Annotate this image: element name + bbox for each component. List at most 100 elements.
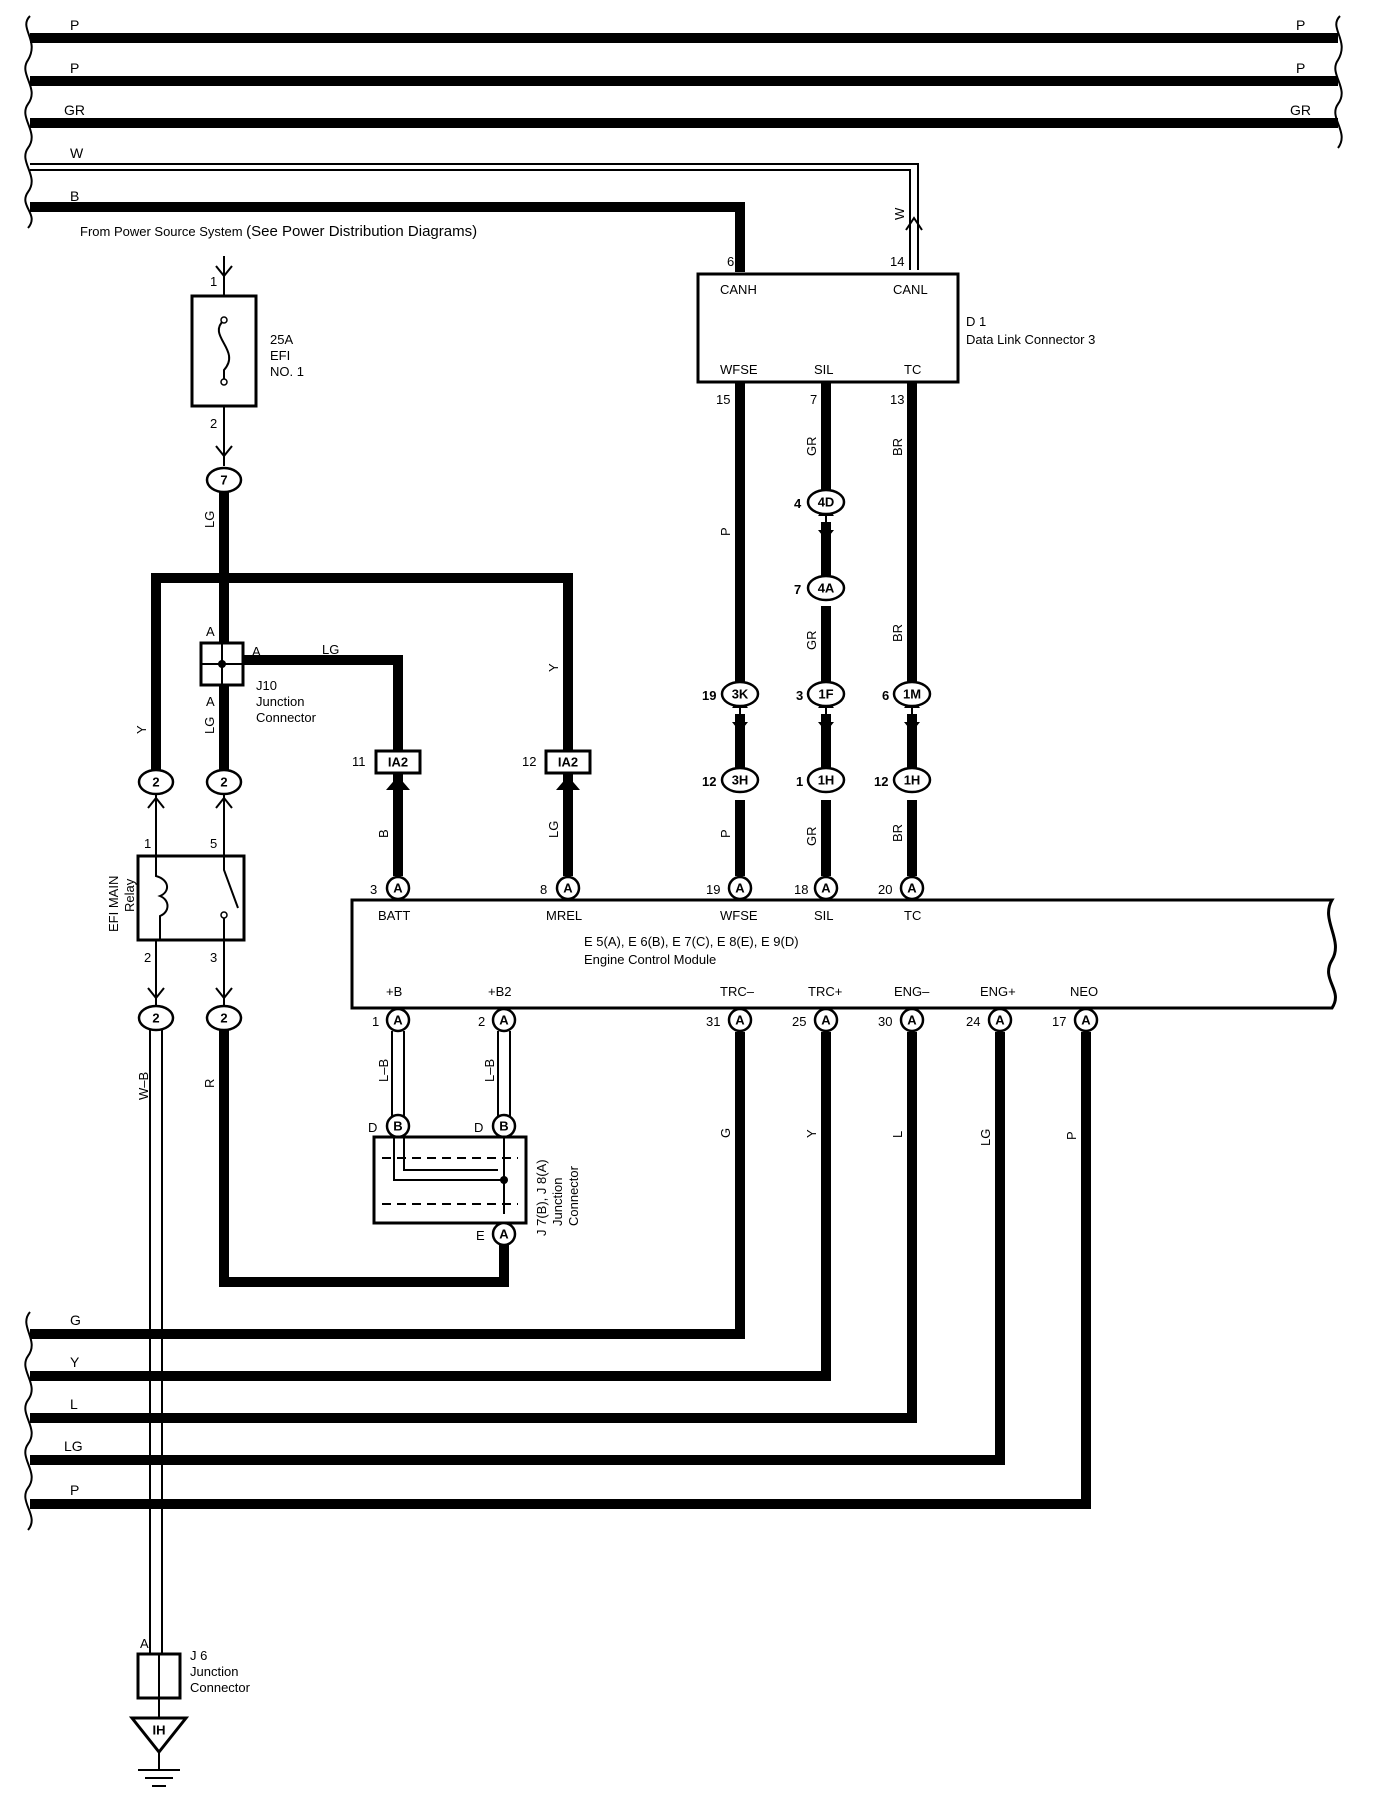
ecm-pin-tc (899, 875, 925, 901)
j78-name2: Connector (566, 1165, 581, 1226)
bus-label-p: P (70, 1482, 79, 1498)
ecm-pin-batt-num: 3 (370, 882, 377, 897)
j10-name1: Junction (256, 694, 304, 709)
wire-label-y-1: Y (134, 725, 149, 734)
ground-point-icon (128, 1716, 190, 1755)
wire-label-lg-4: LG (546, 821, 561, 838)
fuse-feed-arrow (215, 265, 233, 278)
ground-icon (138, 1752, 180, 1787)
wire-label-y-3: Y (804, 1129, 819, 1138)
ia2-right-label: IA2 (558, 755, 578, 770)
connector-1h-a-label: 1H (818, 773, 835, 788)
dlc-name: Data Link Connector 3 (966, 332, 1095, 347)
ecm-pin-neo (1073, 1007, 1099, 1033)
wire-label-lb-2: L–B (482, 1059, 497, 1082)
j6-pin-a: A (140, 1636, 149, 1651)
ecm-pin-b2-label: +B2 (488, 984, 512, 999)
top-bus: P P P P GR GR W B From Power Source Syst… (24, 15, 1343, 272)
connector-1f (806, 680, 846, 708)
relay-feed-arrows (147, 796, 233, 809)
efi-main-relay: 1 5 EFI MAIN Relay 2 3 2 2 (106, 836, 246, 1032)
ia2-connectors: IA2 11 IA2 12 B LG (352, 749, 592, 876)
wire-label-y-2: Y (546, 663, 561, 672)
ia2-arrows (386, 776, 580, 790)
connector-1m (892, 680, 932, 708)
ecm-pin-engp-conn: A (995, 1013, 1005, 1028)
connector-1h-b (892, 766, 932, 794)
bus-wire-y (30, 1032, 831, 1381)
j78-name1: Junction (550, 1178, 565, 1226)
ecm-pin-batt (385, 875, 411, 901)
j6-junction: A J 6 Junction Connector IH (128, 1636, 251, 1787)
ecm-pin-batt-label: BATT (378, 908, 410, 923)
wire-label-wb: W–B (136, 1072, 151, 1100)
j78-pin-d-left-conn: B (393, 1119, 402, 1134)
ecm-pin-trcm-label: TRC– (720, 984, 755, 999)
j78-id: J 7(B), J 8(A) (534, 1159, 549, 1236)
connector-1h-b-pin: 12 (874, 774, 888, 789)
wire-label-gr-3: GR (804, 827, 819, 847)
connector-1h-a-pin: 1 (796, 774, 803, 789)
dlc-pin-canh-label: CANH (720, 282, 757, 297)
dlc-pin-sil-label: SIL (814, 362, 834, 377)
fuse-name1: EFI (270, 348, 290, 363)
connector-3h (720, 766, 760, 794)
ecm-pin-trcp-num: 25 (792, 1014, 806, 1029)
connector-1f-pin: 3 (796, 688, 803, 703)
wire-label-lg-3: LG (202, 717, 217, 734)
j78-internal-bus (393, 1137, 505, 1214)
power-source-note: From Power Source System (See Power Dist… (80, 223, 477, 240)
dlc-pin-canh-num: 6 (727, 254, 734, 269)
ecm-id: E 5(A), E 6(B), E 7(C), E 8(E), E 9(D) (584, 934, 799, 949)
bus-label-w: W (70, 145, 84, 161)
relay-name2: Relay (122, 878, 137, 912)
j6-name2: Connector (190, 1680, 251, 1695)
relay-pin2: 2 (144, 950, 151, 965)
connector-1h-a (806, 766, 846, 794)
dlc-pin-tc-label: TC (904, 362, 921, 377)
bus-label-p2-right: P (1296, 60, 1305, 76)
wire-label-lg-5: LG (978, 1129, 993, 1146)
ecm-pin-engp-num: 24 (966, 1014, 980, 1029)
connector-3k-pin: 19 (702, 688, 716, 703)
bus-wire-w-inner (30, 169, 911, 270)
relay-top-connectors: 2 2 (137, 768, 243, 856)
ecm-name: Engine Control Module (584, 952, 716, 967)
connector-1f-label: 1F (818, 687, 833, 702)
wire-label-br-3: BR (890, 824, 905, 842)
relay-pin3: 3 (210, 950, 217, 965)
wire-label-gr-2: GR (804, 631, 819, 651)
wire-label-b: B (376, 829, 391, 838)
ecm-pin-sil-num: 18 (794, 882, 808, 897)
bus-break-right (1334, 15, 1343, 149)
connector-4d (806, 488, 846, 516)
relay-feed-wires (155, 794, 225, 856)
ecm-pin-b-conn: A (393, 1013, 403, 1028)
ecm-pin-mrel-num: 8 (540, 882, 547, 897)
connector-2-wb (137, 1004, 175, 1032)
fuse-terminal-top (220, 316, 228, 324)
connector-4d-pin: 4 (794, 496, 802, 511)
ecm-pin-mrel (555, 875, 581, 901)
fuse-terminal-bottom (220, 378, 228, 386)
j78-pin-d-right-conn: B (499, 1119, 508, 1134)
ecm-pin-tc-num: 20 (878, 882, 892, 897)
j78-pin-d-left-num: D (368, 1120, 377, 1135)
dlc-w-arrow (905, 216, 923, 231)
ecm-pin-tc-conn: A (907, 881, 917, 896)
bus-wire-lg (30, 1032, 1005, 1465)
fuse-name2: NO. 1 (270, 364, 304, 379)
wire-label-br-2: BR (890, 624, 905, 642)
ecm-pin-b2-conn: A (499, 1013, 509, 1028)
left-wires: LG Y Y LG LG (134, 492, 573, 770)
connector-3h-label: 3H (732, 773, 749, 788)
ecm-pin-mrel-label: MREL (546, 908, 582, 923)
ecm-pin-engp-label: ENG+ (980, 984, 1016, 999)
ecm-pin-neo-num: 17 (1052, 1014, 1066, 1029)
connector-4a (806, 574, 846, 602)
wire-label-w: W (892, 207, 907, 220)
ia2-left-label: IA2 (388, 755, 408, 770)
bus-wire-b (30, 202, 745, 272)
j10-splice-dot (218, 660, 226, 668)
ecm-pin-b2 (491, 1007, 517, 1033)
